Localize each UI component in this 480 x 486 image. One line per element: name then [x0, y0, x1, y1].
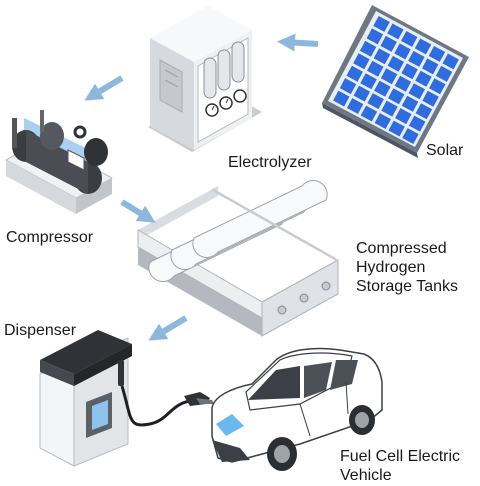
solar-cell [395, 108, 412, 125]
tanks-label-line-1: Compressed [356, 240, 447, 257]
solar-cell [402, 128, 419, 144]
solar-cell [394, 43, 411, 60]
hydrogen-tanks-icon [137, 180, 339, 337]
flow-arrows [84, 33, 319, 341]
solar-cell [380, 35, 397, 52]
solar-cell [387, 23, 404, 40]
solar-cell [353, 53, 370, 70]
solar-cell [360, 105, 378, 122]
solar-cell [429, 78, 446, 95]
dispenser-hose-icon [120, 385, 214, 427]
solar-cell [408, 115, 426, 132]
solar-label: Solar [426, 142, 464, 159]
solar-cell [367, 60, 384, 77]
arrow-compressor-to-tanks [120, 199, 156, 223]
solar-cell [381, 100, 398, 117]
solar-cell [435, 65, 453, 82]
arrow-solar-to-electrolyzer [277, 33, 319, 52]
solar-cell [373, 16, 390, 32]
solar-cell [401, 63, 418, 80]
arrow-electrolyzer-to-compressor [84, 75, 124, 101]
solar-cell [366, 28, 384, 45]
compressor-icon [4, 110, 114, 214]
solar-cell [388, 88, 405, 105]
solar-cell [373, 48, 391, 65]
solar-cell [422, 90, 439, 107]
solar-cell [359, 40, 377, 57]
solar-cell [401, 31, 418, 47]
solar-cell [388, 120, 405, 137]
solar-cell [367, 93, 384, 110]
solar-cell [408, 83, 425, 100]
solar-panel-icon [322, 5, 469, 158]
electrolyzer-icon [148, 6, 262, 152]
arrow-tanks-to-dispenser [148, 315, 188, 341]
vehicle-label-line-2: Vehicle [340, 467, 392, 484]
solar-cell [387, 55, 404, 72]
tanks-label-line-3: Storage Tanks [356, 278, 458, 295]
solar-cell [422, 58, 439, 75]
solar-cell [374, 113, 391, 129]
solar-cell [346, 98, 364, 114]
dispenser-label: Dispenser [4, 322, 77, 339]
solar-cell [374, 80, 391, 97]
solar-cell [333, 90, 350, 107]
electrolyzer-label: Electrolyzer [228, 154, 312, 171]
solar-cell [394, 75, 412, 92]
solar-cell [428, 46, 446, 62]
solar-cell [415, 70, 432, 87]
solar-cell [360, 73, 377, 90]
solar-cell [380, 68, 398, 85]
solar-cell [408, 50, 425, 67]
solar-cell [401, 95, 419, 112]
fuel-cell-vehicle-icon [211, 347, 383, 471]
solar-cell [346, 65, 363, 82]
tanks-label-line-2: Hydrogen [356, 259, 426, 276]
dispenser-icon [39, 330, 132, 467]
solar-cell [353, 85, 370, 102]
solar-cell-grid [333, 16, 459, 144]
vehicle-label: Fuel Cell Electric Vehicle [340, 447, 460, 485]
solar-cell [442, 53, 459, 70]
solar-cell [339, 78, 357, 95]
vehicle-label-line-1: Fuel Cell Electric [340, 448, 461, 465]
solar-cell [414, 38, 432, 55]
solar-cell [415, 103, 433, 120]
tanks-label: Compressed Hydrogen Storage Tanks [356, 239, 458, 296]
compressor-label: Compressor [6, 229, 94, 246]
